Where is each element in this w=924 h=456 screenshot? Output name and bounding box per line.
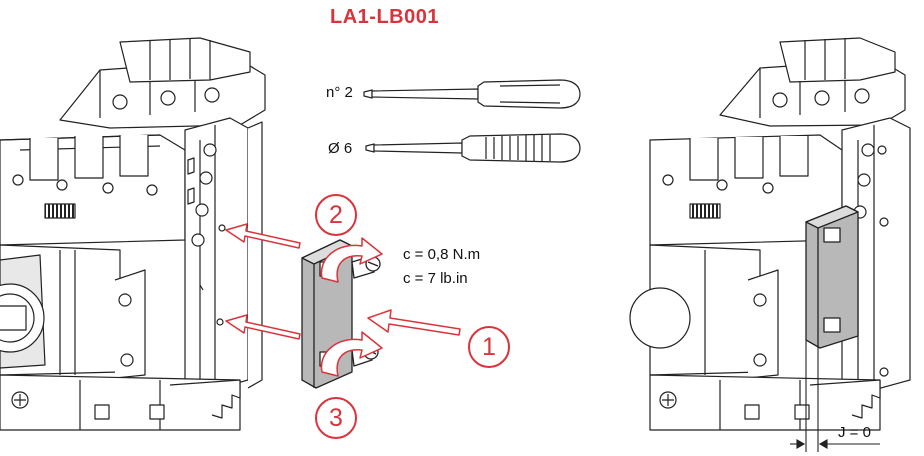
flat-size-label: Ø 6	[328, 140, 353, 157]
right-contactor-assembly	[629, 37, 911, 431]
insert-arrow-icon	[225, 223, 461, 340]
installed-aux-module	[805, 205, 859, 349]
step-badge-3: 3	[315, 397, 357, 439]
phillips-size-label: n° 2	[326, 84, 353, 101]
step-badge-1: 1	[468, 326, 510, 368]
gap-dimension	[790, 340, 880, 452]
step-badge-2: 2	[315, 194, 357, 236]
diagram-title: LA1-LB001	[330, 6, 439, 28]
torque-metric-label: c = 0,8 N.m	[403, 246, 481, 263]
phillips-screwdriver-icon	[363, 79, 581, 109]
flat-screwdriver-icon	[365, 133, 581, 163]
torque-imperial-label: c = 7 lb.in	[403, 270, 468, 287]
left-contactor-assembly	[0, 37, 266, 431]
rotate-arrow-icon	[320, 237, 383, 377]
gap-label: J = 0	[838, 424, 871, 441]
